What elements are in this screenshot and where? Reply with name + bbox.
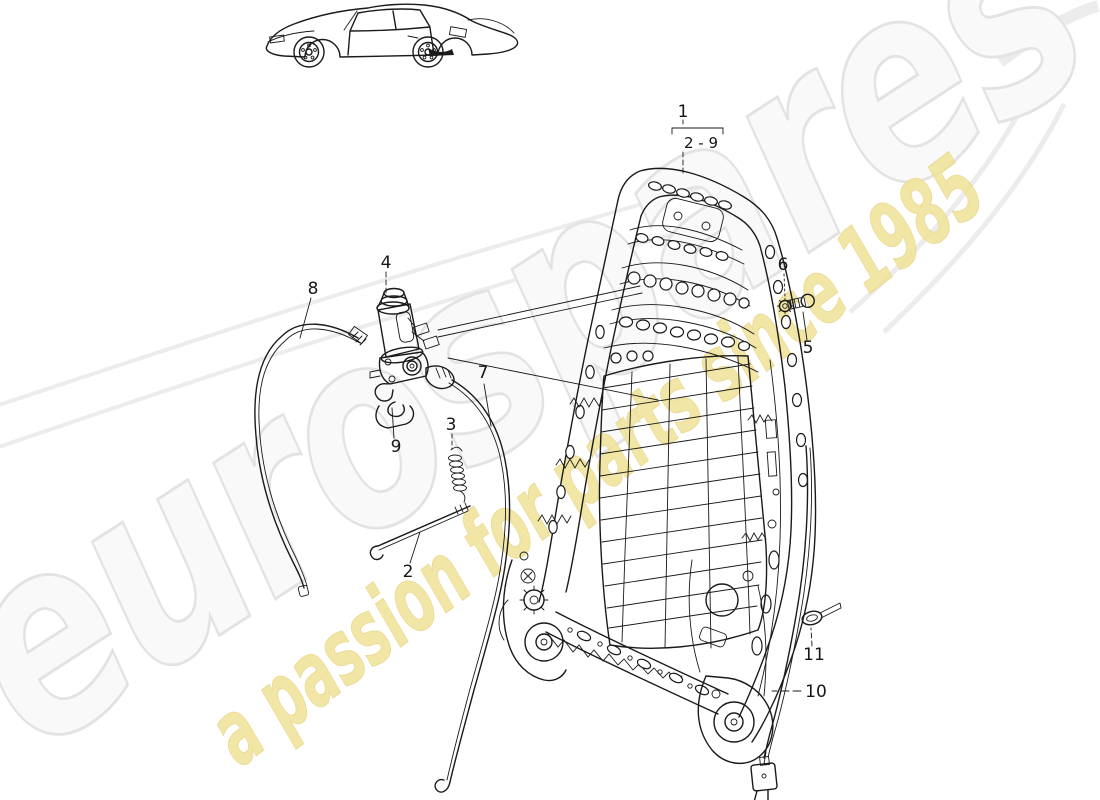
callout-range[interactable]: 2 - 9 xyxy=(684,134,718,152)
callout-9[interactable]: 9 xyxy=(391,407,402,457)
callouts: 1 2 - 9 4 8 9 3 2 7 xyxy=(299,102,827,702)
svg-text:11[interactable]: 11 xyxy=(803,645,825,665)
screw-5-drawing xyxy=(786,293,815,310)
svg-text:2[interactable]: 2 xyxy=(403,562,414,582)
callout-2[interactable]: 2 xyxy=(403,531,421,582)
callout-7[interactable]: 7 xyxy=(478,363,492,427)
nut-6-drawing xyxy=(777,298,793,314)
right-rail-details xyxy=(751,359,781,697)
callout-6[interactable]: 6 xyxy=(778,255,789,299)
svg-text:6[interactable]: 6 xyxy=(778,255,789,275)
rod-hook-end xyxy=(369,545,384,561)
watermark-swoosh xyxy=(0,218,725,449)
bottom-cross-member xyxy=(545,611,729,715)
cable-end-cap xyxy=(297,584,310,597)
right-hinge-fitting xyxy=(688,559,774,764)
svg-text:4[interactable]: 4 xyxy=(381,253,392,273)
svg-text:9[interactable]: 9 xyxy=(391,437,402,457)
watermark-swoosh xyxy=(848,86,1035,314)
vehicle-thumbnail-icon xyxy=(265,3,519,68)
callout-3[interactable]: 3 xyxy=(446,415,457,450)
watermark-swoosh xyxy=(882,102,1067,334)
pointer-line xyxy=(447,357,659,401)
svg-text:3[interactable]: 3 xyxy=(446,415,457,435)
motor-shaft xyxy=(369,369,381,379)
callout-1[interactable]: 1 2 - 9 xyxy=(671,102,724,175)
front-wheel xyxy=(293,36,325,68)
callout-11[interactable]: 11 xyxy=(803,627,825,665)
backrest-frame-drawing xyxy=(498,167,817,764)
headlight xyxy=(269,34,285,44)
callout-4[interactable]: 4 xyxy=(381,253,392,298)
drive-cables-drawing xyxy=(407,285,643,350)
watermark-swoosh xyxy=(996,0,1100,67)
callout-5[interactable]: 5 xyxy=(802,311,814,358)
bowden-cable-8-drawing xyxy=(254,323,369,597)
perforation-holes xyxy=(548,181,809,535)
wiring-harness-10-drawing xyxy=(750,445,812,800)
watermark-swoosh xyxy=(0,186,701,407)
svg-text:8[interactable]: 8 xyxy=(308,279,319,299)
mat-springs xyxy=(537,397,773,543)
clamp-11-drawing xyxy=(801,602,842,626)
rear-wheel xyxy=(412,36,444,68)
svg-text:1[interactable]: 1 xyxy=(678,102,689,122)
mounting-bracket-drawing xyxy=(374,382,415,429)
bowden-cable-7-drawing xyxy=(425,365,511,793)
callout-8[interactable]: 8 xyxy=(299,279,319,339)
callout-10[interactable]: 10 xyxy=(771,682,827,702)
electrical-plug xyxy=(750,751,778,800)
taillight xyxy=(448,26,468,38)
cable-connector xyxy=(425,365,455,390)
tension-spring-3-drawing xyxy=(448,446,467,503)
cable-hook-end xyxy=(434,778,451,793)
svg-text:5[interactable]: 5 xyxy=(803,338,814,358)
svg-text:10[interactable]: 10 xyxy=(805,682,827,702)
svg-text:7[interactable]: 7 xyxy=(478,363,489,383)
suspension-mat-grid xyxy=(598,355,768,649)
range-bracket xyxy=(671,127,724,135)
left-hinge-fitting xyxy=(498,551,567,682)
headrest-bracket xyxy=(662,197,724,243)
release-rod-2-drawing xyxy=(369,502,471,561)
